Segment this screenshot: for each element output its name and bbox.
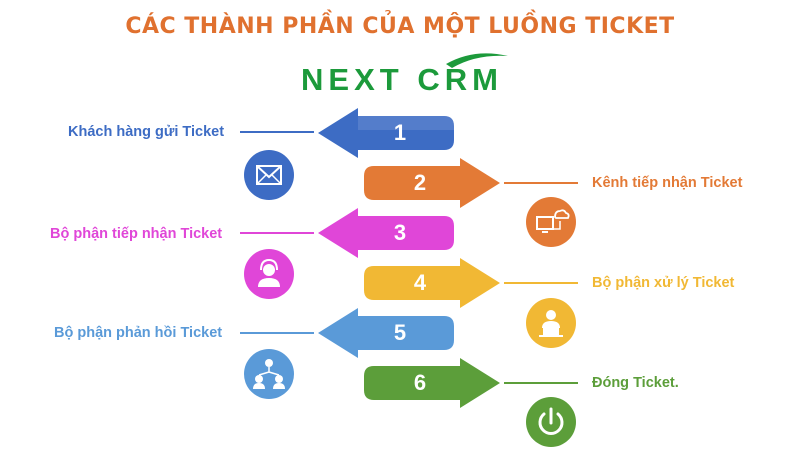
step-6-label: Đóng Ticket. <box>592 375 679 391</box>
power-icon <box>538 407 564 435</box>
step-2-label: Kênh tiếp nhận Ticket <box>592 175 743 191</box>
logo-swoosh <box>446 53 508 68</box>
step-3-icon-circle <box>244 249 294 299</box>
step-1-number: 1 <box>393 120 407 145</box>
step-6-connector <box>504 382 578 384</box>
step-2-connector <box>504 182 578 184</box>
step-2-icon-circle <box>526 197 576 247</box>
support-agent-icon <box>258 258 280 287</box>
step-3-arrow: 3 <box>318 208 454 258</box>
step-6-icon-circle <box>526 397 576 447</box>
step-5-connector <box>240 332 314 334</box>
step-1-arrow: 1 <box>318 108 454 158</box>
step-4-connector <box>504 282 578 284</box>
page-title: CÁC THÀNH PHẦN CỦA MỘT LUỒNG TICKET <box>125 14 675 39</box>
user-laptop-icon <box>539 310 563 337</box>
nextcrm-logo: NEXT CRM <box>296 52 508 100</box>
logo-text: NEXT CRM <box>301 62 503 97</box>
step-3-connector <box>240 232 314 234</box>
step-5-label: Bộ phận phản hồi Ticket <box>54 325 223 341</box>
computer-cloud-icon <box>536 209 570 233</box>
step-3-label: Bộ phận tiếp nhận Ticket <box>50 226 223 242</box>
step-6-arrow: 6 <box>364 358 500 408</box>
envelope-icon <box>256 165 282 185</box>
step-5-number: 5 <box>393 320 407 345</box>
step-3-number: 3 <box>393 220 407 245</box>
step-1-label: Khách hàng gửi Ticket <box>68 124 225 140</box>
step-4-arrow: 4 <box>364 258 500 308</box>
step-5-arrow: 5 <box>318 308 454 358</box>
step-4-label: Bộ phận xử lý Ticket <box>592 275 735 291</box>
step-4-icon-circle <box>526 298 576 348</box>
step-1-connector <box>240 131 314 133</box>
step-2-arrow: 2 <box>364 158 500 208</box>
step-2-number: 2 <box>413 170 427 195</box>
team-network-icon <box>253 359 285 389</box>
step-1-icon-circle <box>244 150 294 200</box>
step-5-icon-circle <box>244 349 294 399</box>
step-4-number: 4 <box>413 270 427 295</box>
step-6-number: 6 <box>413 370 427 395</box>
